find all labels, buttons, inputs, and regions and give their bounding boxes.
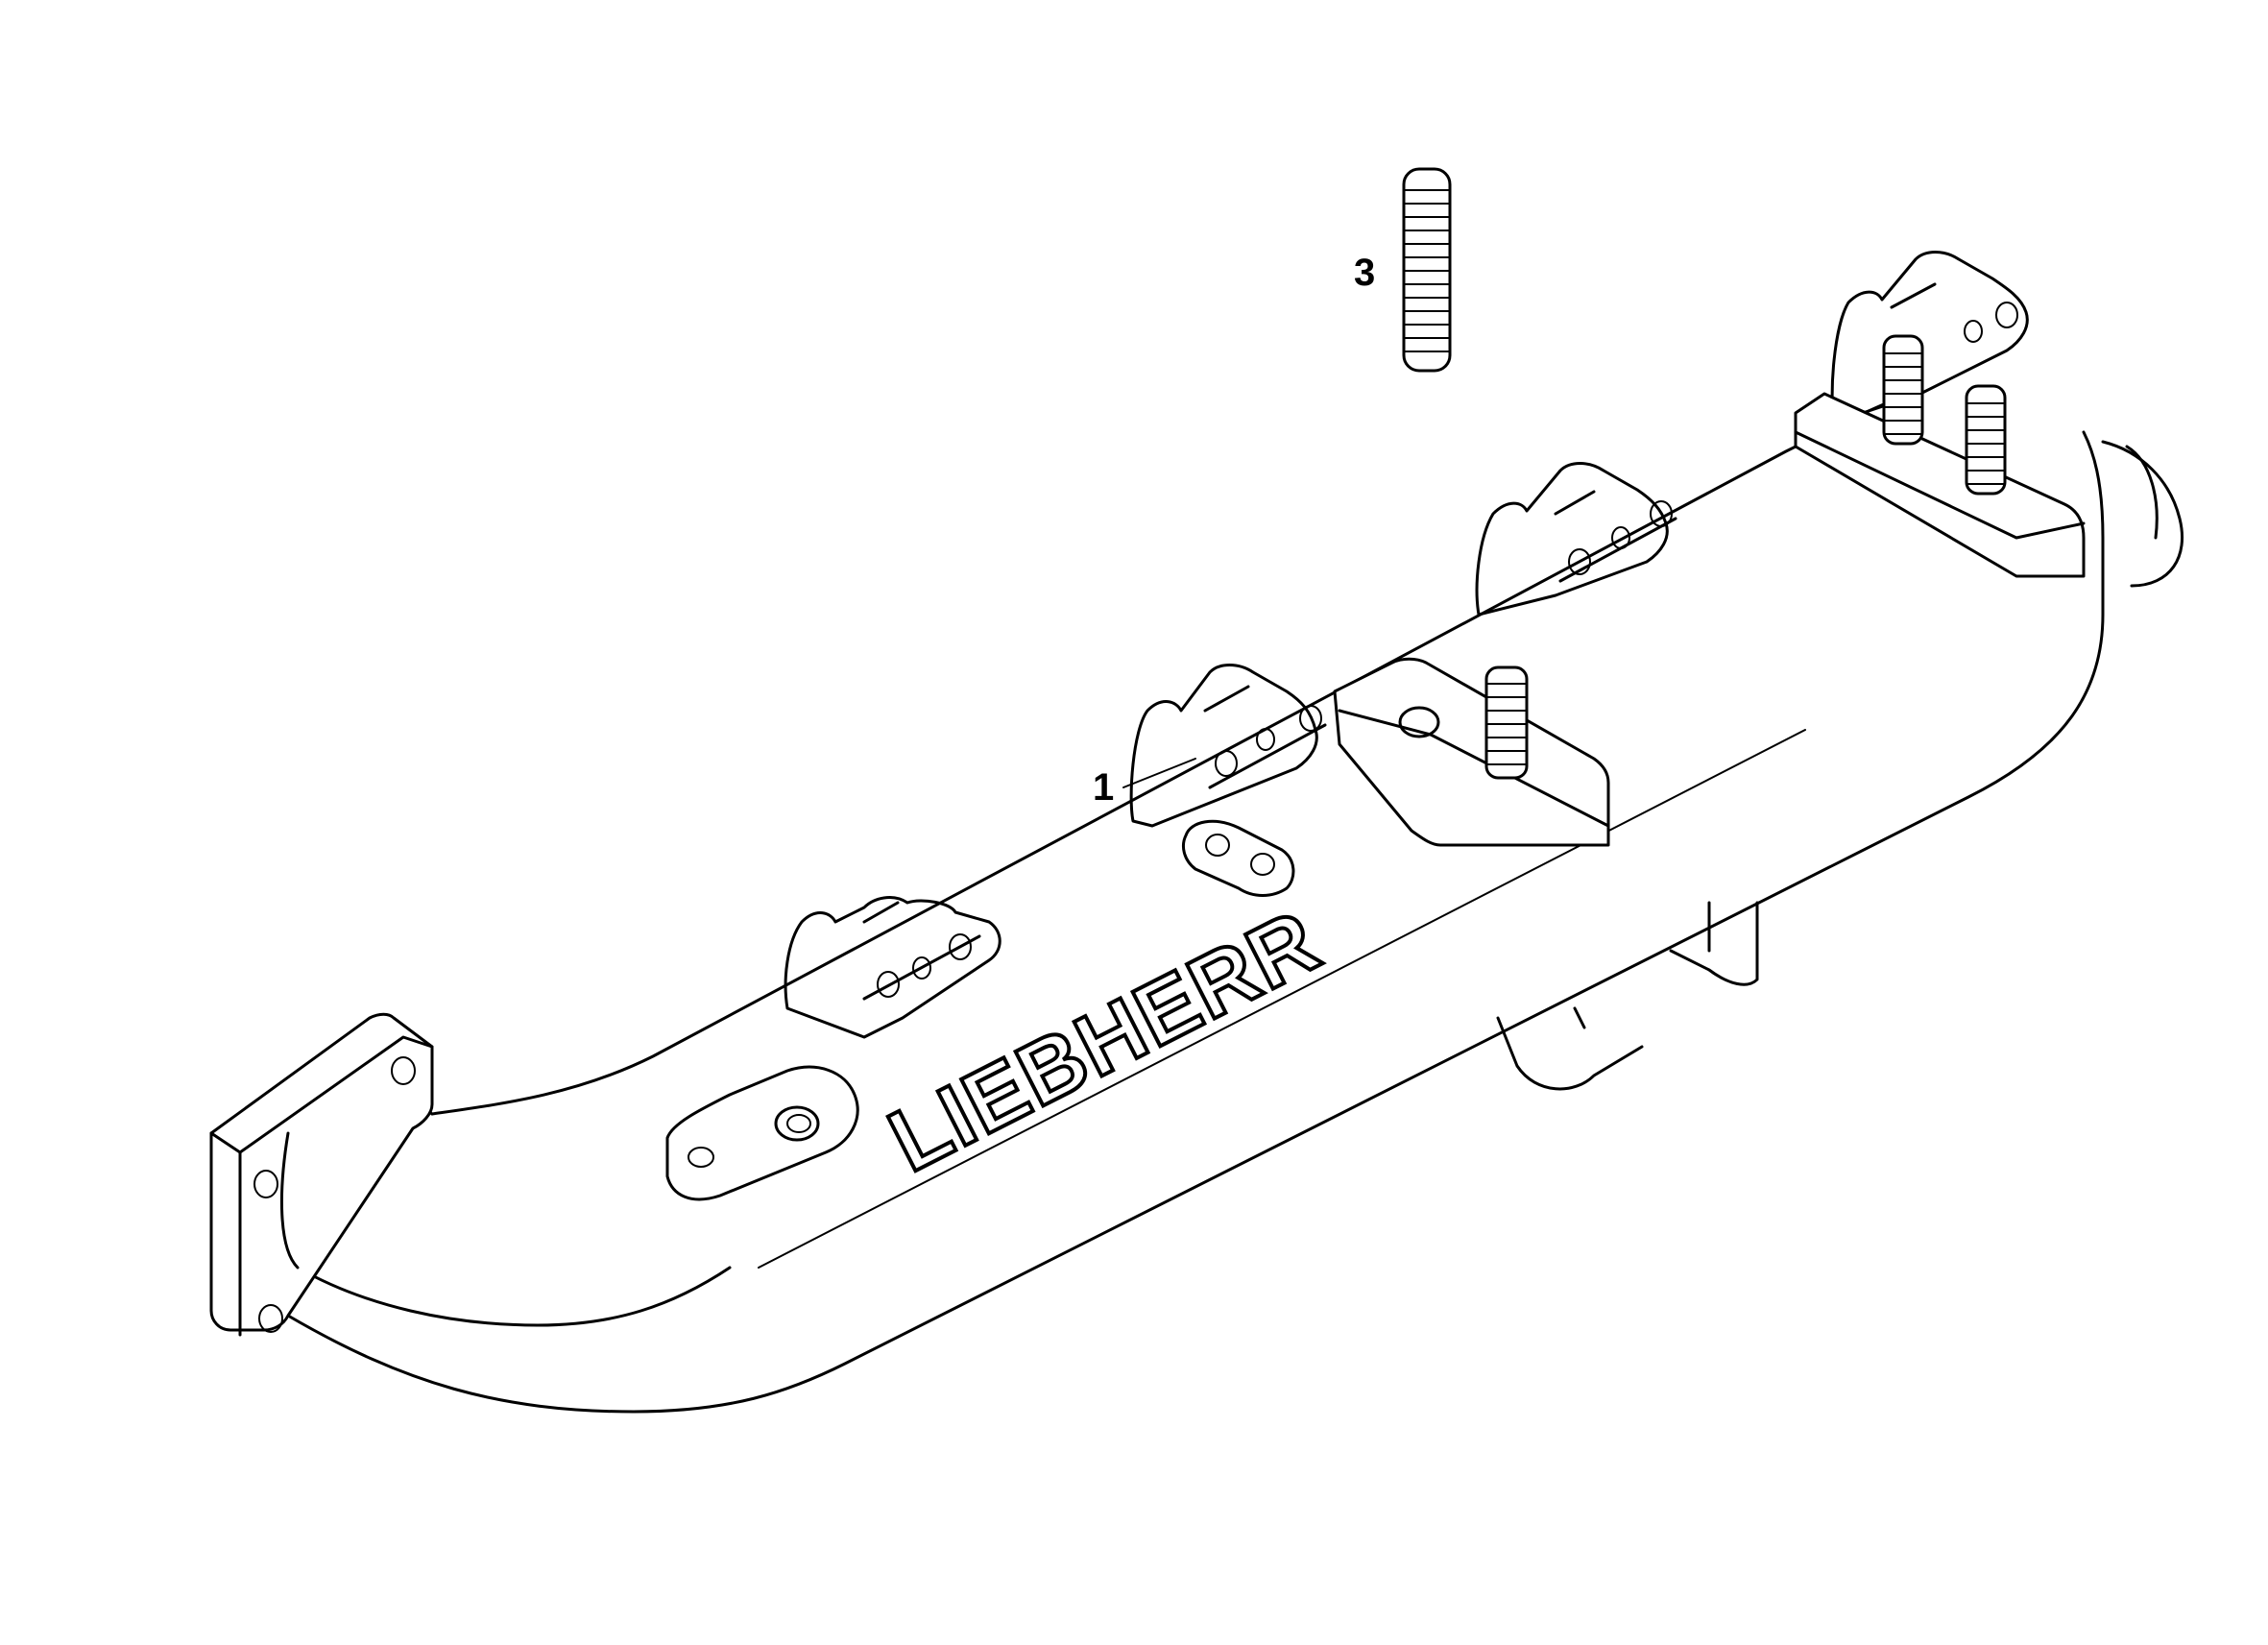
stud-right-2 — [1965, 384, 2007, 496]
outlet-end-box — [1794, 392, 2086, 578]
brand-text: LIEBHERR — [875, 891, 1336, 1191]
mounting-ear-2 — [1129, 664, 1327, 828]
inlet-flange — [209, 1012, 434, 1337]
small-boss — [1182, 819, 1295, 897]
mounting-ear-3 — [1475, 462, 1677, 617]
mounting-ear-1 — [784, 896, 1001, 1039]
brand-lettering: LIEBHERR — [873, 889, 1338, 1193]
manifold-body — [267, 392, 2184, 1414]
leader-line-1 — [1122, 758, 1196, 788]
large-boss — [665, 1065, 859, 1201]
callout-3: 3 — [1354, 252, 1376, 294]
center-pad — [1333, 657, 1610, 847]
stud-right-1 — [1882, 334, 1924, 446]
mounting-ear-4 — [1830, 251, 2029, 424]
stud-loose — [1402, 167, 1452, 373]
callout-1: 1 — [1093, 766, 1115, 809]
stud-center — [1484, 665, 1529, 780]
